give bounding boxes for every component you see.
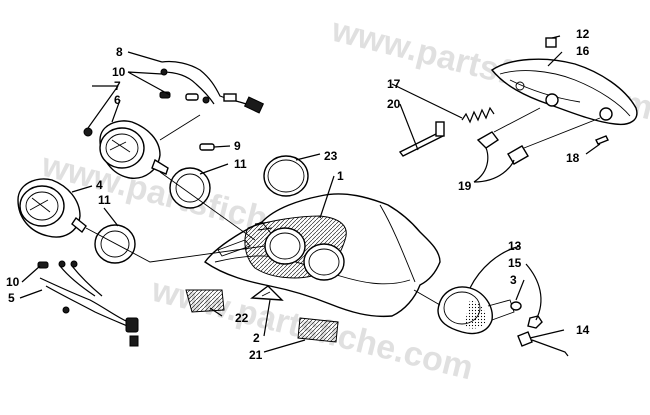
headlight-assembly bbox=[437, 286, 515, 335]
callout-22: 22 bbox=[235, 311, 249, 325]
callout-labels: 1 2 3 4 5 6 7 8 9 10 10 11 11 12 13 14 1… bbox=[6, 27, 590, 362]
callout-5: 5 bbox=[8, 291, 15, 305]
connector-lower bbox=[37, 261, 49, 269]
callout-1: 1 bbox=[337, 169, 344, 183]
upper-wiring-harness bbox=[160, 60, 265, 114]
tail-light-housing bbox=[490, 58, 638, 126]
gauge-lens bbox=[263, 155, 309, 197]
tail-bulb bbox=[595, 135, 609, 145]
callout-10-upper: 10 bbox=[112, 65, 126, 79]
indicator-bulb bbox=[83, 127, 93, 137]
callout-2: 2 bbox=[253, 331, 260, 345]
callout-6: 6 bbox=[114, 93, 121, 107]
bulb-socket bbox=[199, 143, 215, 151]
callout-17: 17 bbox=[387, 77, 401, 91]
callout-12: 12 bbox=[576, 27, 590, 41]
callout-16: 16 bbox=[576, 44, 590, 58]
callout-15: 15 bbox=[508, 256, 522, 270]
nut bbox=[527, 315, 543, 329]
callout-11-lower: 11 bbox=[98, 193, 111, 207]
console-housing bbox=[204, 193, 441, 318]
lower-wiring-harness bbox=[39, 260, 139, 347]
bezel-ring-lower bbox=[94, 224, 136, 264]
bezel-ring-upper bbox=[169, 167, 211, 209]
vent-grille-left bbox=[185, 289, 225, 313]
light-socket-a bbox=[476, 131, 500, 149]
leader-lines bbox=[19, 35, 601, 353]
callout-9: 9 bbox=[234, 139, 241, 153]
callout-10-lower: 10 bbox=[6, 275, 20, 289]
headlight-bulb-wire bbox=[517, 331, 569, 357]
vent-grille-right bbox=[297, 317, 339, 343]
callout-20: 20 bbox=[387, 97, 401, 111]
callout-4: 4 bbox=[96, 178, 103, 192]
callout-8: 8 bbox=[116, 45, 123, 59]
alignment-line-upper bbox=[159, 171, 256, 241]
alignment-line-lower bbox=[85, 227, 266, 263]
callout-19: 19 bbox=[458, 179, 472, 193]
light-socket-b bbox=[507, 145, 529, 165]
spring bbox=[461, 106, 495, 124]
callout-23: 23 bbox=[324, 149, 338, 163]
callout-3: 3 bbox=[510, 273, 517, 287]
adjuster-bolt bbox=[398, 121, 445, 157]
washer bbox=[510, 301, 522, 311]
callout-18: 18 bbox=[566, 151, 580, 165]
callout-11-upper: 11 bbox=[234, 157, 247, 171]
callout-7: 7 bbox=[114, 79, 121, 93]
upper-gauge bbox=[99, 120, 169, 179]
callout-21: 21 bbox=[249, 348, 263, 362]
callout-14: 14 bbox=[576, 323, 590, 337]
callout-13: 13 bbox=[508, 239, 522, 253]
mounting-clip bbox=[545, 37, 557, 48]
lower-gauge bbox=[17, 178, 87, 238]
